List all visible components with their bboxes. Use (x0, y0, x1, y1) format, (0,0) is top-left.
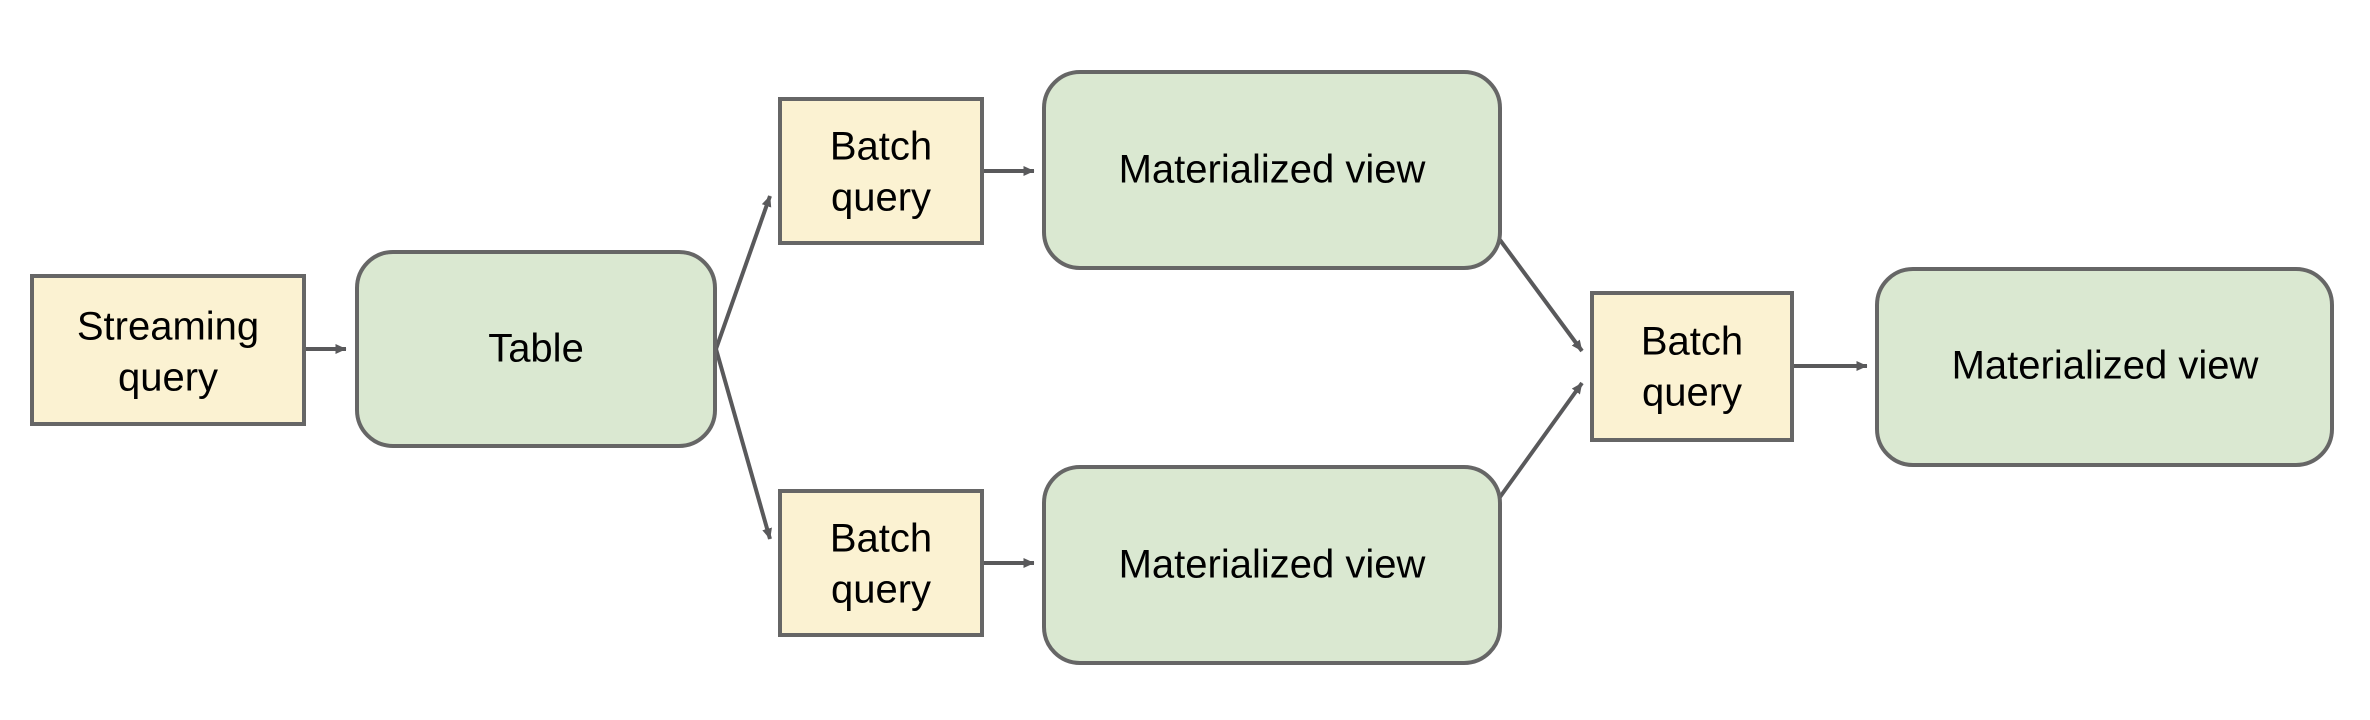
node-batch-query-join-shape[interactable] (1590, 291, 1794, 442)
node-batch-query-top[interactable]: Batch query (778, 97, 984, 245)
node-batch-query-top-label-line2: query (831, 176, 931, 220)
node-batch-query-top-shape[interactable] (778, 97, 984, 245)
node-batch-query-join-label-line1: Batch (1641, 320, 1743, 364)
node-materialized-view-final[interactable]: Materialized view (1875, 267, 2334, 467)
node-materialized-view-final-shape[interactable] (1875, 267, 2334, 467)
node-table[interactable]: Table (355, 250, 717, 448)
node-table-shape[interactable] (355, 250, 717, 448)
node-materialized-view-bottom[interactable]: Materialized view (1042, 465, 1502, 665)
edge-materialized-view-bottom-to-batch-query-join (1498, 381, 1584, 499)
edge-materialized-view-top-to-batch-query-join (1498, 238, 1584, 353)
nodes-layer: Streaming query Table Batch query Materi… (30, 70, 2334, 665)
node-batch-query-bottom-label-line2: query (831, 568, 931, 612)
node-streaming-query-shape[interactable] (30, 274, 306, 426)
node-streaming-query-label-line1: Streaming (77, 305, 259, 349)
edges-layer (305, 166, 1868, 568)
node-batch-query-bottom-shape[interactable] (778, 489, 984, 637)
node-materialized-view-top-shape[interactable] (1042, 70, 1502, 270)
node-table-label-line1: Table (488, 327, 584, 371)
node-materialized-view-bottom-label-line1: Materialized view (1119, 543, 1426, 587)
edge-table-to-batch-query-bottom (714, 348, 772, 540)
node-materialized-view-top-label-line1: Materialized view (1119, 148, 1426, 192)
node-materialized-view-bottom-shape[interactable] (1042, 465, 1502, 665)
node-batch-query-bottom[interactable]: Batch query (778, 489, 984, 637)
node-batch-query-join-label-line2: query (1642, 371, 1742, 415)
node-batch-query-join[interactable]: Batch query (1590, 291, 1794, 442)
edge-table-to-batch-query-top (714, 195, 772, 350)
node-streaming-query[interactable]: Streaming query (30, 274, 306, 426)
node-batch-query-bottom-label-line1: Batch (830, 517, 932, 561)
node-streaming-query-label-line2: query (118, 356, 218, 400)
node-materialized-view-top[interactable]: Materialized view (1042, 70, 1502, 270)
node-batch-query-top-label-line1: Batch (830, 125, 932, 169)
node-materialized-view-final-label-line1: Materialized view (1952, 344, 2259, 388)
